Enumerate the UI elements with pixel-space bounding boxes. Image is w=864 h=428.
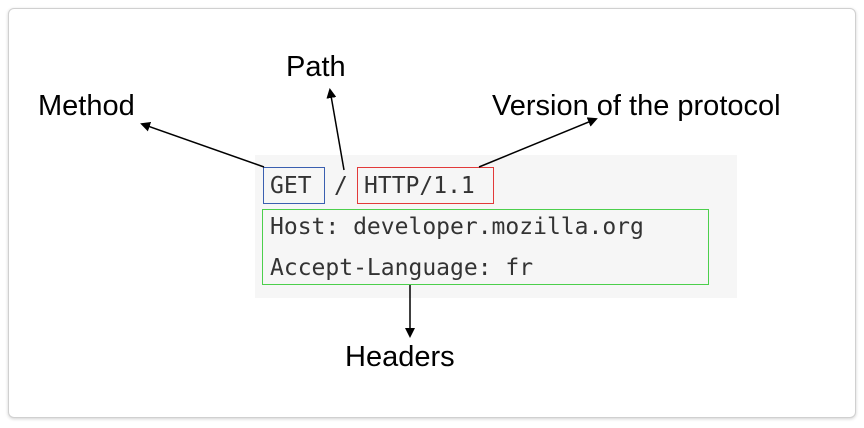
version-box [357,167,494,204]
method-text: GET [270,173,312,199]
method-box [263,167,325,204]
method-arrow [140,121,265,168]
path-label: Path [286,51,346,83]
path-text: / [334,173,348,199]
headers-box [262,209,709,285]
version-label: Version of the protocol [492,90,781,122]
version-arrow [478,117,598,168]
code-background [255,155,737,298]
method-label: Method [38,90,135,122]
header-line-accept-language: Accept-Language: fr [270,255,534,281]
path-arrow [326,88,345,171]
headers-label: Headers [345,341,455,373]
version-text: HTTP/1.1 [364,173,475,199]
header-line-host: Host: developer.mozilla.org [270,214,644,240]
